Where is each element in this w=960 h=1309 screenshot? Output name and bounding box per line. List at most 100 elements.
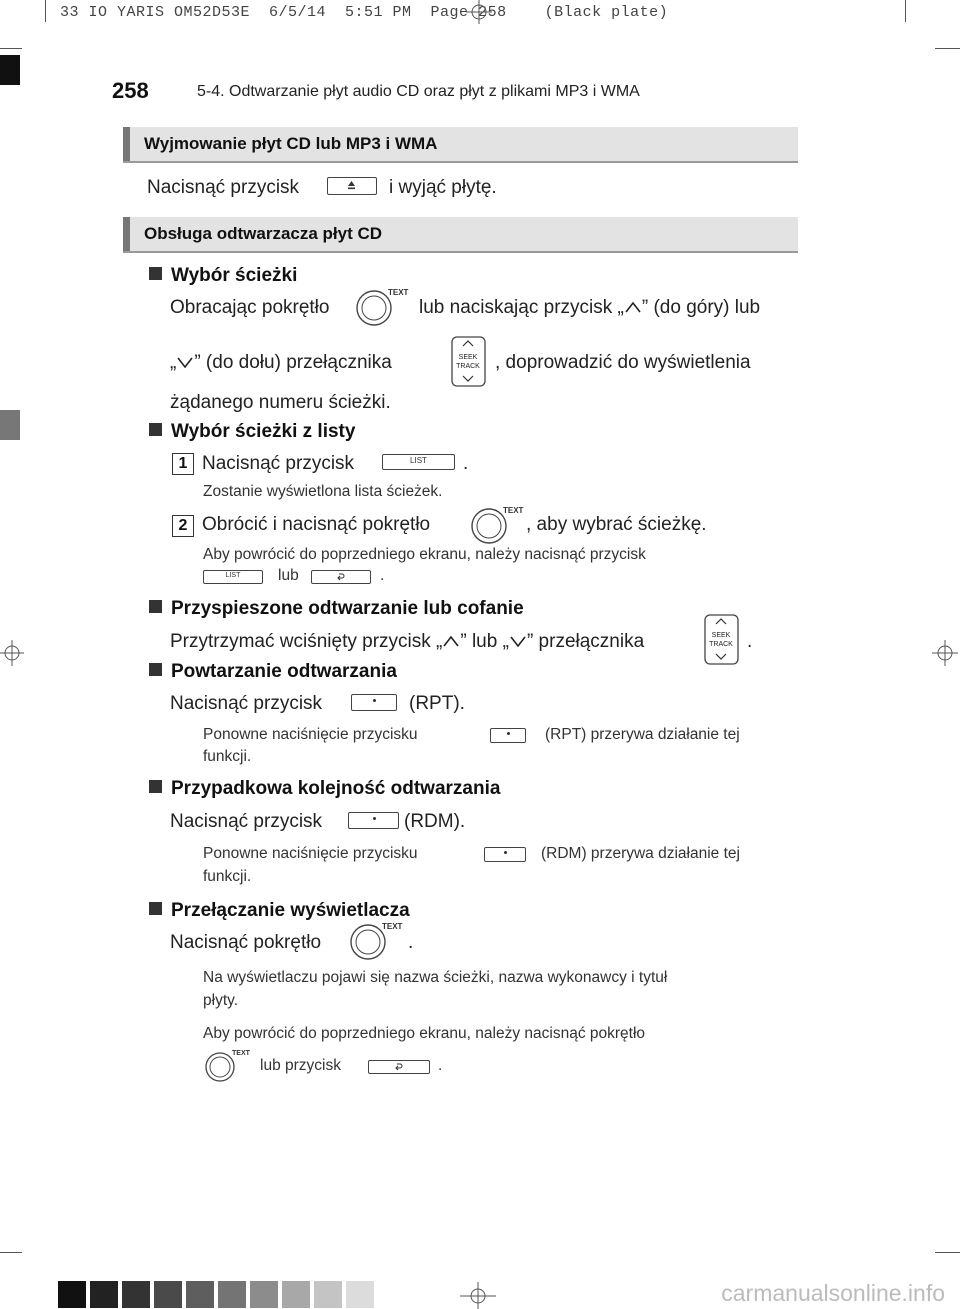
color-bar-swatch	[314, 1281, 342, 1308]
crop-mark	[0, 48, 22, 49]
crop-mark	[935, 1252, 960, 1253]
svg-text:SEEK: SEEK	[712, 632, 731, 639]
note-text: Na wyświetlaczu pojawi się nazwa ścieżki…	[203, 969, 668, 986]
subheading: Wybór ścieżki	[149, 265, 297, 287]
seek-track-switch-icon: SEEK TRACK	[451, 336, 486, 387]
svg-text:TEXT: TEXT	[388, 288, 409, 297]
body-text: żądanego numeru ścieżki.	[170, 392, 391, 413]
crop-mark	[935, 48, 960, 49]
subheading: Przyspieszone odtwarzanie lub cofanie	[149, 598, 524, 620]
preset-button-icon	[484, 847, 526, 862]
svg-text:TRACK: TRACK	[709, 641, 733, 648]
body-text: (RDM).	[404, 811, 466, 832]
note-text: Aby powrócić do poprzedniego ekranu, nal…	[203, 546, 646, 563]
note-text: Aby powrócić do poprzedniego ekranu, nal…	[203, 1025, 646, 1042]
step-number: 2	[172, 515, 194, 537]
body-text: Nacisnąć przycisk	[202, 453, 355, 474]
svg-text:TEXT: TEXT	[382, 922, 403, 931]
note-text: funkcji.	[203, 868, 252, 885]
crop-mark	[0, 55, 20, 85]
bullet-square-icon	[149, 600, 162, 613]
svg-text:TRACK: TRACK	[456, 363, 480, 370]
note-text: lub przycisk	[260, 1057, 341, 1074]
section-title: Obsługa odtwarzacza płyt CD	[123, 217, 798, 253]
color-bar-swatch	[218, 1281, 246, 1308]
subheading: Przypadkowa kolejność odtwarzania	[149, 778, 500, 800]
side-tab	[0, 410, 20, 440]
body-text: .	[463, 453, 469, 474]
page-number: 258	[112, 78, 149, 103]
section-title: Wyjmowanie płyt CD lub MP3 i WMA	[123, 127, 798, 163]
svg-text:SEEK: SEEK	[459, 354, 478, 361]
body-text: Przytrzymać wciśnięty przycisk „” lub „”…	[170, 631, 645, 652]
bullet-square-icon	[149, 780, 162, 793]
crop-mark	[905, 0, 906, 22]
text-knob-icon: TEXT	[356, 288, 409, 326]
text-knob-icon: TEXT	[350, 922, 403, 960]
step-number: 1	[172, 453, 194, 475]
bullet-square-icon	[149, 663, 162, 676]
registration-mark-icon	[460, 1282, 496, 1309]
list-button-icon: LIST	[382, 454, 455, 470]
body-text: Obrócić i nacisnąć pokrętło	[202, 514, 431, 535]
up-chevron-icon	[625, 301, 641, 313]
color-bar-swatch	[90, 1281, 118, 1308]
down-chevron-icon	[177, 357, 193, 369]
body-text: Nacisnąć przycisk	[170, 693, 323, 714]
body-text: .	[408, 932, 414, 953]
subheading: Przełączanie wyświetlacza	[149, 900, 410, 922]
preset-button-icon	[351, 694, 397, 711]
color-bar-swatch	[186, 1281, 214, 1308]
preset-button-icon	[348, 812, 399, 829]
note-text: .	[380, 567, 385, 584]
note-text: Ponowne naciśnięcie przycisku	[203, 845, 418, 862]
color-bar-swatch	[282, 1281, 310, 1308]
svg-text:TEXT: TEXT	[232, 1050, 251, 1057]
body-text: .	[747, 631, 753, 652]
note-text: Zostanie wyświetlona lista ścieżek.	[203, 483, 443, 500]
body-text: lub naciskając przycisk „” (do góry) lub	[419, 297, 761, 318]
list-button-icon: LIST	[203, 570, 263, 584]
color-bar-swatch	[122, 1281, 150, 1308]
bullet-square-icon	[149, 267, 162, 280]
running-title: 5-4. Odtwarzanie płyt audio CD oraz płyt…	[197, 83, 640, 100]
color-bar-swatch	[154, 1281, 182, 1308]
body-text: Nacisnąć przycisk	[147, 177, 300, 198]
preset-button-icon	[490, 728, 526, 743]
text-knob-icon: TEXT	[205, 1050, 251, 1082]
body-text: , aby wybrać ścieżkę.	[526, 514, 707, 535]
note-text: Ponowne naciśnięcie przycisku	[203, 726, 418, 743]
body-text: i wyjąć płytę.	[389, 177, 497, 198]
bullet-square-icon	[149, 423, 162, 436]
body-text: , doprowadzić do wyświetlenia	[495, 352, 751, 373]
back-button-icon	[368, 1060, 430, 1074]
color-bar-swatch	[346, 1281, 374, 1308]
body-text: Nacisnąć przycisk	[170, 811, 323, 832]
body-text: Nacisnąć pokrętło	[170, 932, 322, 953]
bullet-square-icon	[149, 902, 162, 915]
body-text: (RPT).	[409, 693, 465, 714]
note-text: (RDM) przerywa działanie tej	[541, 845, 740, 862]
eject-button-icon	[327, 177, 377, 195]
up-chevron-icon	[443, 635, 459, 647]
svg-text:TEXT: TEXT	[503, 506, 524, 515]
note-text: lub	[278, 567, 299, 584]
text-knob-icon: TEXT	[471, 506, 524, 544]
note-text: płyty.	[203, 992, 239, 1009]
back-button-icon	[311, 570, 371, 584]
body-text: Obracając pokrętło	[170, 297, 330, 318]
crop-mark	[45, 0, 46, 22]
note-text: funkcji.	[203, 748, 252, 765]
note-text: (RPT) przerywa działanie tej	[545, 726, 740, 743]
registration-mark-icon	[0, 640, 24, 666]
subheading: Powtarzanie odtwarzania	[149, 661, 397, 683]
color-bar-swatch	[58, 1281, 86, 1308]
registration-mark-icon	[932, 640, 958, 666]
note-text: .	[438, 1057, 443, 1074]
subheading: Wybór ścieżki z listy	[149, 421, 355, 443]
down-chevron-icon	[510, 636, 526, 648]
registration-mark-icon	[466, 0, 492, 24]
watermark: carmanualsonline.info	[721, 1280, 945, 1306]
seek-track-switch-icon: SEEK TRACK	[704, 614, 739, 665]
body-text: „” (do dołu) przełącznika	[170, 352, 392, 373]
